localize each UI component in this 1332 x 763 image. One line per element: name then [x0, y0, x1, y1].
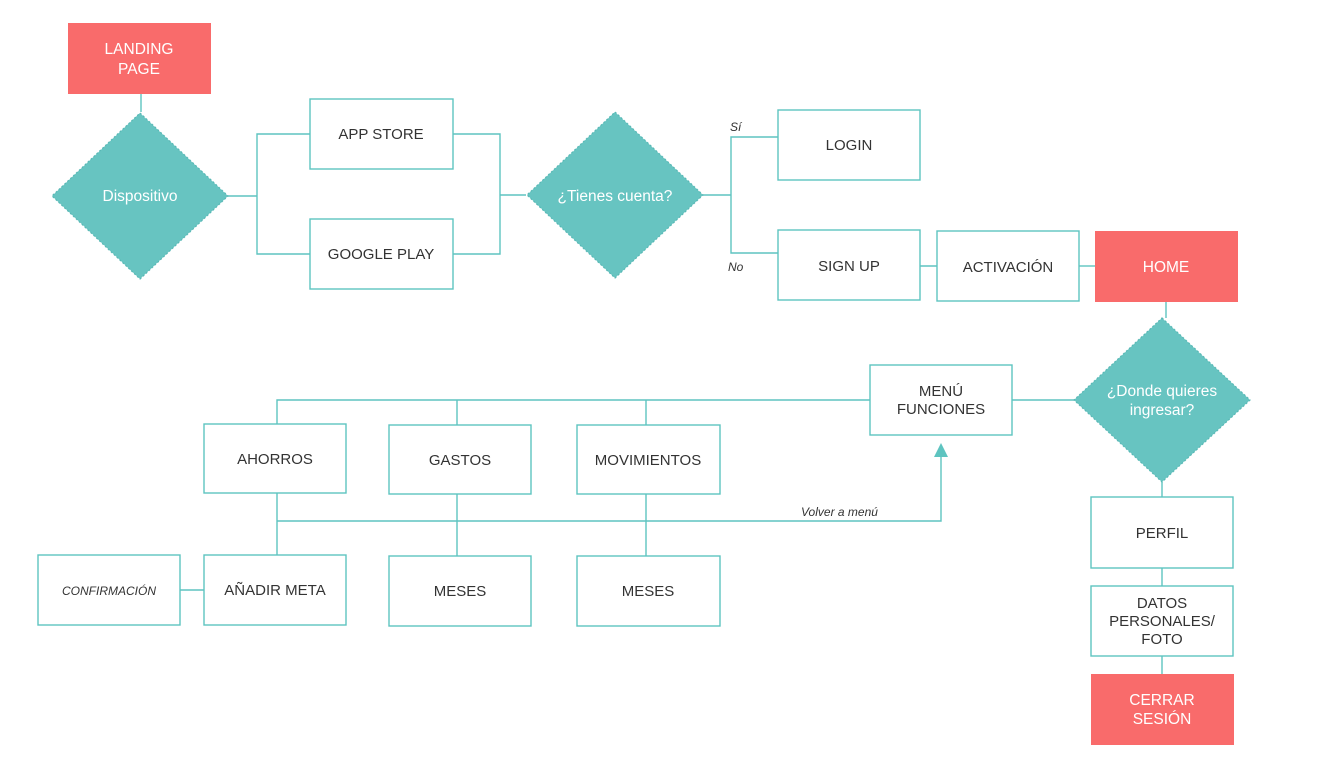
- cerrar-sesion-label-line2: SESIÓN: [1133, 711, 1192, 728]
- node-home: HOME: [1095, 231, 1238, 302]
- node-perfil: PERFIL: [1090, 496, 1234, 569]
- node-tienes-cuenta: ¿Tienes cuenta?: [526, 111, 704, 279]
- gastos-label: GASTOS: [429, 452, 491, 469]
- connectors: [140, 94, 1167, 674]
- connector-stores-bracket: [453, 133, 501, 255]
- edge-label-volver-menu: Volver a menú: [801, 505, 878, 519]
- ahorros-label: AHORROS: [237, 451, 313, 468]
- node-dispositivo: Dispositivo: [51, 112, 229, 280]
- perfil-label: PERFIL: [1136, 525, 1189, 542]
- node-activacion: ACTIVACIÓN: [936, 230, 1080, 302]
- node-sign-up: SIGN UP: [777, 229, 921, 301]
- node-donde-quieres: ¿Donde quieres ingresar?: [1073, 317, 1251, 483]
- node-anadir-meta: AÑADIR META: [203, 554, 347, 626]
- connector-bracket-app-store: [256, 133, 310, 255]
- meses-movimientos-label: MESES: [622, 583, 675, 600]
- movimientos-label: MOVIMIENTOS: [595, 452, 701, 469]
- anadir-meta-label: AÑADIR META: [224, 582, 325, 599]
- landing-page-label-line2: PAGE: [118, 61, 160, 78]
- node-google-play: GOOGLE PLAY: [309, 218, 454, 290]
- sign-up-label: SIGN UP: [818, 258, 880, 275]
- node-login: LOGIN: [777, 109, 921, 181]
- datos-personales-label-line1: DATOS: [1137, 595, 1187, 612]
- cerrar-sesion-label-line1: CERRAR: [1129, 692, 1194, 709]
- node-gastos: GASTOS: [388, 424, 532, 495]
- landing-page-label-line1: LANDING: [105, 41, 174, 58]
- node-meses-gastos: MESES: [388, 555, 532, 627]
- dispositivo-label: Dispositivo: [103, 188, 178, 205]
- home-label: HOME: [1143, 259, 1190, 276]
- node-landing-page: LANDING PAGE: [68, 23, 211, 94]
- datos-personales-label-line2: PERSONALES/: [1109, 613, 1216, 630]
- meses-gastos-label: MESES: [434, 583, 487, 600]
- connector-bracket-login: [730, 136, 778, 254]
- edge-label-si: Sí: [730, 120, 743, 134]
- edge-label-no: No: [728, 260, 744, 274]
- activacion-label: ACTIVACIÓN: [963, 259, 1054, 276]
- tienes-cuenta-label: ¿Tienes cuenta?: [558, 188, 673, 205]
- google-play-label: GOOGLE PLAY: [328, 246, 434, 263]
- donde-quieres-label-line2: ingresar?: [1130, 402, 1195, 419]
- connector-volver-menu: [277, 443, 948, 522]
- connector-menu-bus: [276, 399, 870, 424]
- node-movimientos: MOVIMIENTOS: [576, 424, 721, 495]
- node-menu-funciones: MENÚ FUNCIONES: [869, 364, 1013, 436]
- node-confirmacion: CONFIRMACIÓN: [37, 554, 181, 626]
- node-datos-personales: DATOS PERSONALES/ FOTO: [1090, 585, 1234, 657]
- menu-funciones-label-line1: MENÚ: [919, 383, 963, 400]
- node-meses-movimientos: MESES: [576, 555, 721, 627]
- node-ahorros: AHORROS: [203, 423, 347, 494]
- donde-quieres-label-line1: ¿Donde quieres: [1107, 383, 1218, 400]
- datos-personales-label-line3: FOTO: [1141, 631, 1182, 648]
- node-app-store: APP STORE: [309, 98, 454, 170]
- menu-funciones-label-line2: FUNCIONES: [897, 401, 985, 418]
- node-cerrar-sesion: CERRAR SESIÓN: [1091, 674, 1234, 745]
- confirmacion-label: CONFIRMACIÓN: [62, 583, 156, 598]
- login-label: LOGIN: [826, 137, 873, 154]
- app-store-label: APP STORE: [338, 126, 423, 143]
